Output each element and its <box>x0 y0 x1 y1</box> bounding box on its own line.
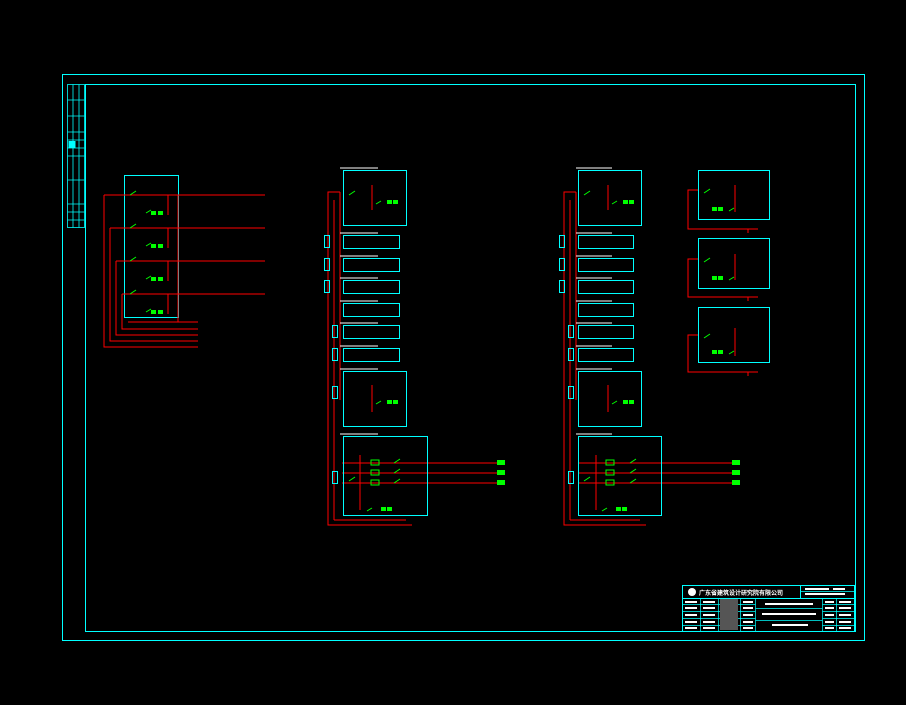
distribution-column-c <box>559 167 740 526</box>
company-name: 广东省建筑设计研究院有限公司 <box>699 589 783 597</box>
inner-border <box>85 84 856 632</box>
drawing-frame <box>62 74 865 641</box>
binding-strip <box>67 84 85 228</box>
distribution-panel-a <box>103 175 265 348</box>
title-block: 广东省建筑设计研究院有限公司 <box>682 585 855 632</box>
distribution-column-d <box>687 170 770 376</box>
company-logo-icon <box>688 588 696 596</box>
distribution-column-b <box>324 167 505 526</box>
outer-border <box>62 74 865 641</box>
